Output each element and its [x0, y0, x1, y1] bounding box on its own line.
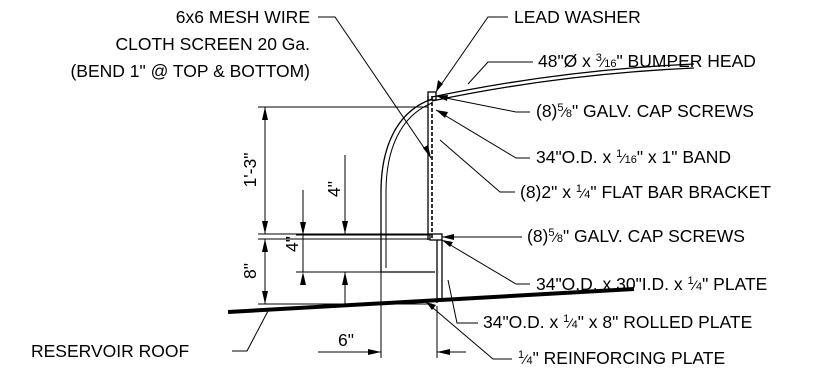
dimension-lines [258, 106, 466, 358]
mesh-label-line3: (BEND 1" @ TOP & BOTTOM) [70, 61, 310, 81]
rolled-plate-label: 34"O.D. x 1⁄4" x 8" ROLLED PLATE [483, 312, 752, 332]
reservoir-roof-line [227, 287, 635, 314]
dome-curve [380, 98, 433, 272]
band-label: 34"O.D. x 1⁄16" x 1" BAND [536, 147, 731, 167]
reservoir-roof-label: RESERVOIR ROOF [31, 341, 189, 361]
bumper-head-arc-inner [431, 67, 695, 102]
leader-lines [232, 16, 533, 360]
cap-screws-top-label: (8)5⁄8" GALV. CAP SCREWS [536, 101, 754, 121]
bumper-head-label: 48"Ø x 3⁄16" BUMPER HEAD [538, 51, 756, 71]
dim-height-middle: 4" [282, 236, 302, 252]
dim-height-upper: 4" [324, 181, 344, 197]
cap-screws-bottom-label: (8)5⁄8" GALV. CAP SCREWS [527, 226, 745, 246]
vent-geometry [227, 63, 695, 314]
plate-label: 34"O.D. x 30"I.D. x 1⁄4" PLATE [536, 274, 767, 294]
dome-curve-inner [385, 102, 433, 268]
mesh-label-line1: 6x6 MESH WIRE [176, 7, 310, 27]
lead-washer-label: LEAD WASHER [514, 7, 641, 27]
mesh-label-line2: CLOTH SCREEN 20 Ga. [116, 34, 311, 54]
dimension-text: 1'-3" 4" 4" 8" 6" [240, 153, 354, 350]
bumper-head-arc-outer [431, 63, 695, 98]
dim-height-lower: 8" [240, 263, 260, 279]
dim-width-bottom: 6" [338, 330, 354, 350]
dim-height-total: 1'-3" [240, 153, 260, 188]
callout-text: 6x6 MESH WIRE CLOTH SCREEN 20 Ga. (BEND … [31, 7, 771, 368]
reinforcing-plate-label: 1⁄4" REINFORCING PLATE [518, 348, 725, 368]
bracket-label: (8)2" x 1⁄4" FLAT BAR BRACKET [520, 182, 771, 202]
